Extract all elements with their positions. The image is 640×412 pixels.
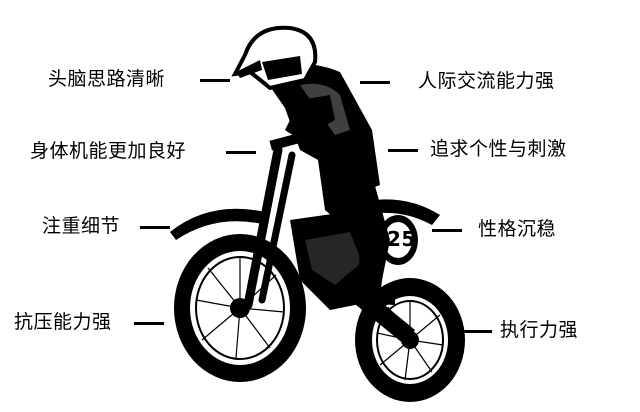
- rider-body: [262, 64, 380, 198]
- right-label-2: 追求个性与刺激: [430, 138, 567, 160]
- rider-boot: [350, 285, 395, 305]
- left-label-4: 抗压能力强: [14, 311, 112, 333]
- front-wheel: [174, 234, 306, 382]
- right-label-3: 性格沉稳: [478, 218, 557, 240]
- left-connector-1: [200, 79, 230, 82]
- right-label-4: 执行力强: [500, 319, 579, 341]
- left-label-1: 头脑思路清晰: [48, 68, 166, 90]
- left-connector-3: [140, 226, 170, 229]
- left-connector-2: [226, 151, 256, 154]
- right-connector-1: [360, 81, 390, 84]
- right-connector-3: [432, 229, 462, 232]
- rider-arm: [285, 95, 335, 140]
- helmet: [231, 25, 318, 91]
- front-fender: [170, 208, 265, 240]
- left-connector-4: [134, 322, 164, 325]
- rider-leg: [318, 160, 390, 300]
- left-label-2: 身体机能更加良好: [30, 140, 187, 162]
- right-label-1: 人际交流能力强: [418, 70, 555, 92]
- left-label-3: 注重细节: [42, 215, 121, 237]
- bike-number: 25: [387, 227, 416, 251]
- right-connector-2: [388, 149, 418, 152]
- front-forks: [243, 145, 296, 310]
- handlebar: [269, 129, 316, 151]
- right-connector-4: [462, 330, 492, 333]
